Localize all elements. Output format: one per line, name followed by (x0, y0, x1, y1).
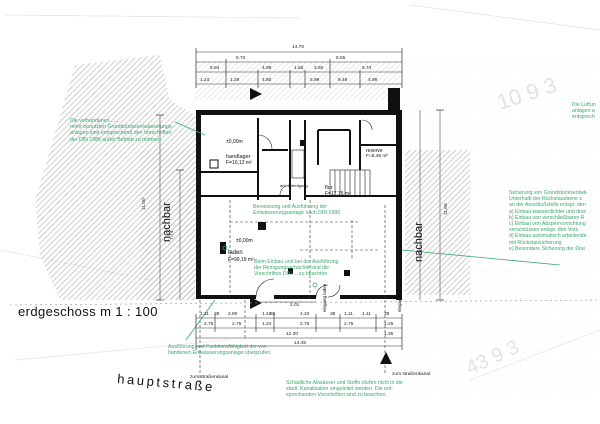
dim-mark-f: 1.35 (384, 332, 394, 337)
neighbor-hatch-right (405, 150, 470, 295)
dim-bottom-g: 2.75 (204, 322, 214, 327)
level-mark-top: ±0,00m (226, 139, 243, 145)
room-area-flur: F=17,75 m² (325, 191, 351, 197)
dim-top-b: 8.55 (336, 56, 346, 61)
dim-bottom-k: 2.75 (344, 322, 354, 327)
sewer-label-left: zum straßenkanal (190, 375, 229, 380)
dim-top-f: 3.60 (314, 66, 324, 71)
dim-top-c: 6.94 (210, 66, 220, 71)
dim-bottom-total-b: 14.45 (294, 341, 307, 346)
dim-left-part: 7.74 (170, 230, 175, 240)
dimension-lines (159, 51, 441, 347)
dim-top-m: 4.99 (368, 78, 378, 83)
dim-top-g: 6.74 (362, 66, 372, 71)
stair (291, 149, 371, 197)
note-harmful-waste: Schädliche Abwässer und Stoffe dürfen ni… (286, 380, 403, 399)
dim-top-a: 6.72 (236, 56, 246, 61)
dim-top-k: 5.99 (310, 78, 320, 83)
dim-entrance: 2.01 (290, 303, 300, 308)
room-label-flur: flur (325, 185, 333, 191)
sewer-label-right: zum straßenkanal (392, 372, 431, 377)
dim-bottom-h: 2.75 (232, 322, 242, 327)
dim-bottom-c: 1.42 (262, 312, 272, 317)
dim-mark-d: 38 (384, 312, 390, 317)
neighbor-hatch-left-block (140, 150, 195, 300)
note-existing-drainage: Ausführung und Funktionsfähigkeit der vo… (168, 344, 272, 357)
dim-bottom-i: 1.24 (262, 322, 272, 327)
dim-bottom-b: 2.90 (228, 312, 238, 317)
annex-label: anl. anfertigung (280, 183, 308, 188)
dim-bottom-j: 2.75 (300, 322, 310, 327)
neighbor-label-right: nachbar (413, 222, 425, 262)
level-mark-laden: ±0,00m (236, 238, 253, 244)
drawing-title: erdgeschoss m 1 : 100 (18, 304, 158, 319)
dim-bottom-e: 1.11 (344, 312, 353, 317)
dim-top-total: 14.70 (292, 45, 305, 50)
dim-top-j: 4.80 (262, 78, 272, 83)
neighbor-hatch-top (195, 62, 400, 100)
dim-top-h: 1.24 (200, 78, 210, 83)
dim-mark-c: 38 (330, 312, 336, 317)
dim-top-e: 1.65 (294, 66, 304, 71)
building-walls (196, 88, 402, 300)
room-area-handlager: F=10,12 m² (226, 160, 252, 166)
ghost-lines (0, 4, 600, 381)
drainage-lines (199, 200, 386, 385)
dim-bottom-f: 1.11 (362, 312, 371, 317)
room-label-laden: laden (228, 250, 243, 256)
entrance-wohnen-label: eingang wohnen (397, 278, 402, 312)
room-label-handlager: handlager (226, 154, 251, 160)
dim-left-total: 11.00 (142, 198, 147, 210)
dimension-ticks (156, 48, 444, 350)
note-top-left: Die vorhandenen ......mehr benutzten Gru… (70, 118, 174, 143)
dim-top-l: 8.48 (338, 78, 348, 83)
dim-bottom-d: 4.10 (300, 312, 310, 317)
dim-top-i: 1.29 (230, 78, 240, 83)
dim-bottom-a: 1.11 (200, 312, 209, 317)
room-area-laden: F=99,19 m² (228, 257, 254, 263)
green-markers (174, 121, 561, 341)
room-area-reserve: F=8,49 m² (366, 154, 388, 159)
dim-mark-a: 88 (270, 312, 276, 317)
door-swings (255, 119, 373, 298)
property-line (9, 299, 600, 306)
dim-top-d: 4.99 (262, 66, 272, 71)
dim-right-total: 11.69 (444, 203, 449, 215)
dim-mark-e: 1.25 (384, 322, 394, 327)
dim-bottom-total-a: 12.30 (286, 332, 299, 337)
room-label-reserve: reserve (366, 148, 383, 154)
entrance-laden-label: eingang laden (322, 283, 327, 312)
interior-walls (201, 118, 396, 200)
dim-mark-b: 38 (214, 312, 220, 317)
